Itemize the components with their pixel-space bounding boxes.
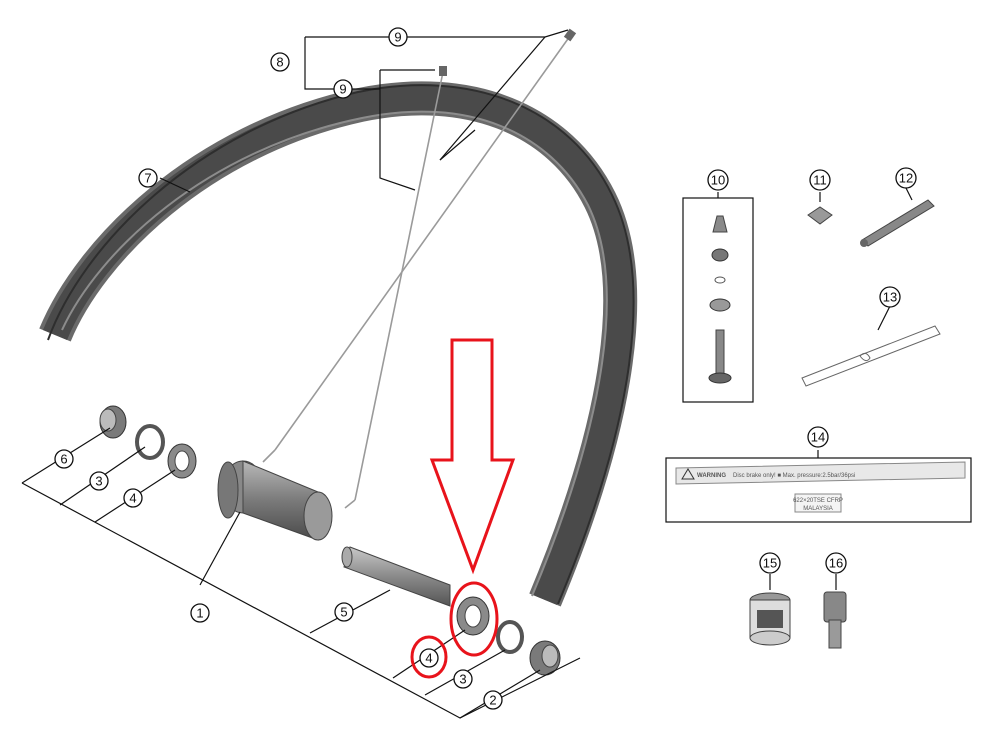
bearing-highlight-circle <box>449 581 499 657</box>
down-arrow-icon <box>429 338 516 575</box>
bearing-left <box>167 443 197 479</box>
svg-text:8: 8 <box>276 55 283 70</box>
svg-text:9: 9 <box>394 30 401 45</box>
rim-tape <box>801 325 941 387</box>
valve-extender <box>823 591 847 649</box>
seal-left <box>135 424 165 460</box>
svg-text:5: 5 <box>340 605 347 620</box>
rim <box>39 81 638 607</box>
seal-right <box>496 620 524 654</box>
svg-text:7: 7 <box>144 171 151 186</box>
sticker-origin-text: MALAYSIA <box>803 506 833 512</box>
callout-14: 14 <box>807 426 829 448</box>
svg-text:3: 3 <box>459 672 466 687</box>
callout-10: 10 <box>707 169 729 191</box>
callout-4-highlight-circle <box>410 635 448 679</box>
svg-text:3: 3 <box>95 474 102 489</box>
callout-6: 6 <box>54 449 74 469</box>
svg-text:1: 1 <box>196 606 203 621</box>
svg-text:9: 9 <box>339 82 346 97</box>
spoke-wrench <box>860 199 935 247</box>
callout-5: 5 <box>334 602 354 622</box>
sticker-size-text: 622×20TSE CFRP <box>793 498 843 504</box>
callout-16: 16 <box>825 552 847 574</box>
svg-text:6: 6 <box>60 452 67 467</box>
callout-3-right: 3 <box>453 669 473 689</box>
callout-11: 11 <box>809 169 831 191</box>
sticker-warning-word: WARNING <box>697 473 726 479</box>
callout-2: 2 <box>483 690 503 710</box>
axle <box>341 546 451 607</box>
nipple-part <box>807 206 833 225</box>
callout-8: 8 <box>270 52 290 72</box>
callout-9-top: 9 <box>388 27 408 47</box>
callout-12: 12 <box>895 167 917 189</box>
valve-kit-box <box>682 197 754 403</box>
svg-text:4: 4 <box>129 491 136 506</box>
end-cap-right <box>529 640 561 676</box>
callout-3-left: 3 <box>89 471 109 491</box>
svg-text:16: 16 <box>829 556 843 571</box>
hub-body <box>217 460 333 541</box>
svg-text:4: 4 <box>425 651 432 666</box>
callout-4-right: 4 <box>419 648 439 668</box>
callout-15: 15 <box>759 552 781 574</box>
end-cap-left <box>99 405 127 439</box>
callout-9-lower: 9 <box>333 79 353 99</box>
callout-7: 7 <box>138 168 158 188</box>
svg-text:11: 11 <box>813 173 827 188</box>
callout-4-left: 4 <box>123 488 143 508</box>
callout-1: 1 <box>190 603 210 623</box>
sticker-main-text: Disc brake only! ■ Max. pressure:2.5bar/… <box>733 473 855 479</box>
spokes <box>262 28 577 509</box>
svg-text:10: 10 <box>711 173 725 188</box>
svg-text:15: 15 <box>763 556 777 571</box>
bearing-right <box>456 596 490 636</box>
svg-text:14: 14 <box>811 430 825 445</box>
svg-text:2: 2 <box>489 693 496 708</box>
svg-text:13: 13 <box>883 290 897 305</box>
callout-13: 13 <box>879 286 901 308</box>
warning-sticker-box <box>665 457 972 523</box>
svg-text:12: 12 <box>899 171 913 186</box>
grease-jar <box>749 592 791 646</box>
